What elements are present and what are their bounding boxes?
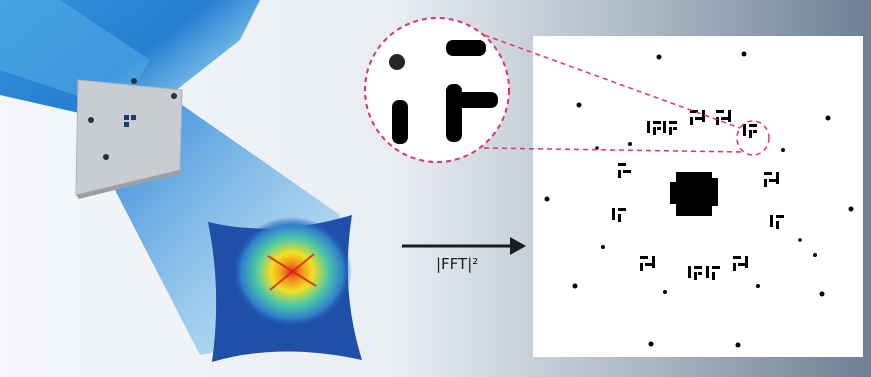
arrow-right-icon [402,237,526,255]
autocorrelation-panel [533,36,863,357]
zoom-connector [475,31,770,156]
fft-label: |FFT|² [436,255,479,273]
pattern-dots [544,51,854,348]
pattern-motifs [612,110,784,280]
beam-icon [0,0,260,120]
detector-icon [208,215,362,362]
sample-plate-icon [75,78,183,199]
zoom-lens-icon [364,17,510,163]
